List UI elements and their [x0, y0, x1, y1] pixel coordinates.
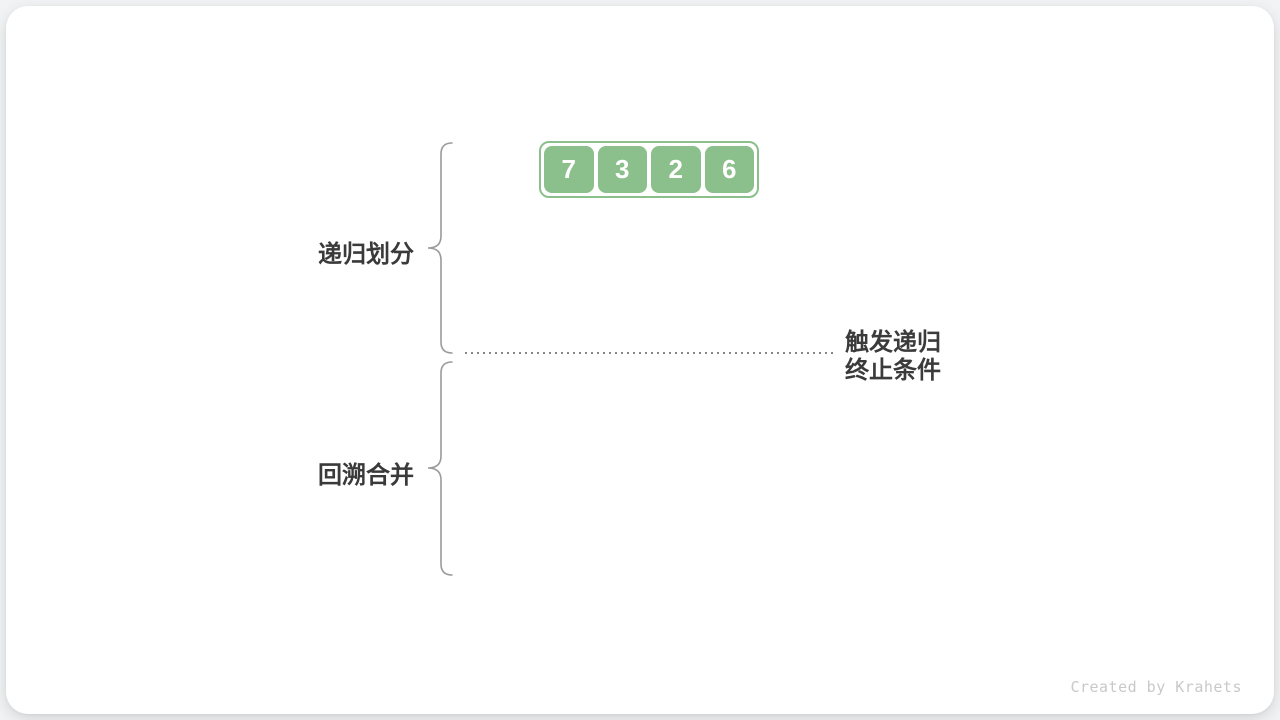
- diagram-card: [6, 6, 1274, 714]
- array-cell: 3: [597, 146, 647, 193]
- partition-phase-label: 递归划分: [318, 241, 414, 268]
- recursion-divider-label: 触发递归 终止条件: [845, 329, 941, 385]
- array-cell: 7: [544, 146, 594, 193]
- recursion-divider-line: [465, 352, 833, 354]
- array-container: 7 3 2 6: [539, 141, 759, 198]
- attribution-text: Created by Krahets: [1070, 678, 1242, 696]
- array-cell: 6: [704, 146, 754, 193]
- array-cell: 2: [651, 146, 701, 193]
- divider-label-line2: 终止条件: [845, 357, 941, 384]
- merge-phase-label: 回溯合并: [318, 462, 414, 489]
- partition-phase-brace: [427, 142, 453, 354]
- divider-label-line1: 触发递归: [845, 329, 941, 356]
- merge-phase-brace: [427, 361, 453, 576]
